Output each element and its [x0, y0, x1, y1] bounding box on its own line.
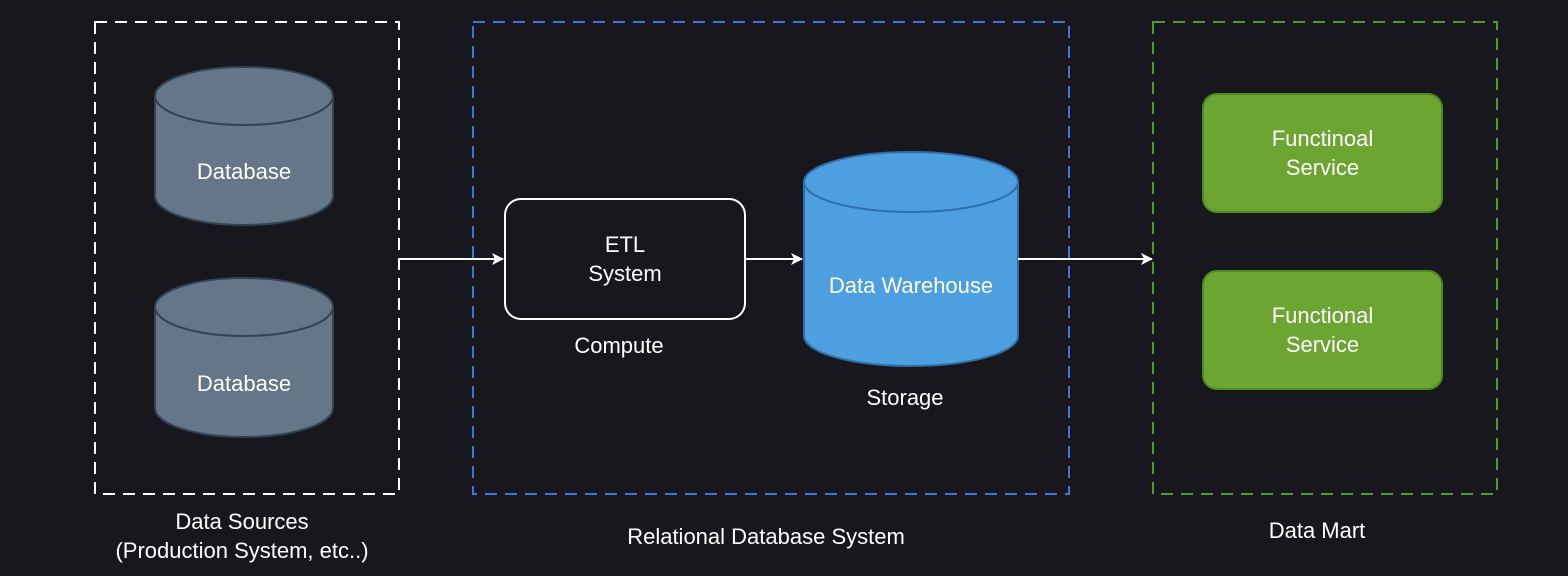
relational-database-group-label: Relational Database System: [627, 524, 905, 549]
storage-caption: Storage: [866, 385, 944, 410]
data-warehouse-label: Data Warehouse: [828, 272, 994, 298]
data-mart-group: [1152, 21, 1498, 495]
data-warehouse-cylinder[interactable]: [803, 151, 1019, 367]
database-1-label: Database: [196, 158, 292, 184]
database-cylinder-1[interactable]: [154, 66, 334, 226]
compute-caption: Compute: [574, 333, 664, 358]
functional-service-box-2[interactable]: [1202, 270, 1443, 390]
data-sources-group-label: Data Sources (Production System, etc..): [115, 509, 369, 563]
functional-service-2-label: Functional Service: [1271, 303, 1374, 357]
database-2-label: Database: [196, 370, 292, 396]
data-mart-group-label: Data Mart: [1268, 518, 1366, 543]
functional-service-1-label: Functinoal Service: [1271, 126, 1374, 180]
functional-service-box-1[interactable]: [1202, 93, 1443, 213]
etl-system-label: ETL System: [588, 232, 662, 286]
database-cylinder-2[interactable]: [154, 277, 334, 438]
